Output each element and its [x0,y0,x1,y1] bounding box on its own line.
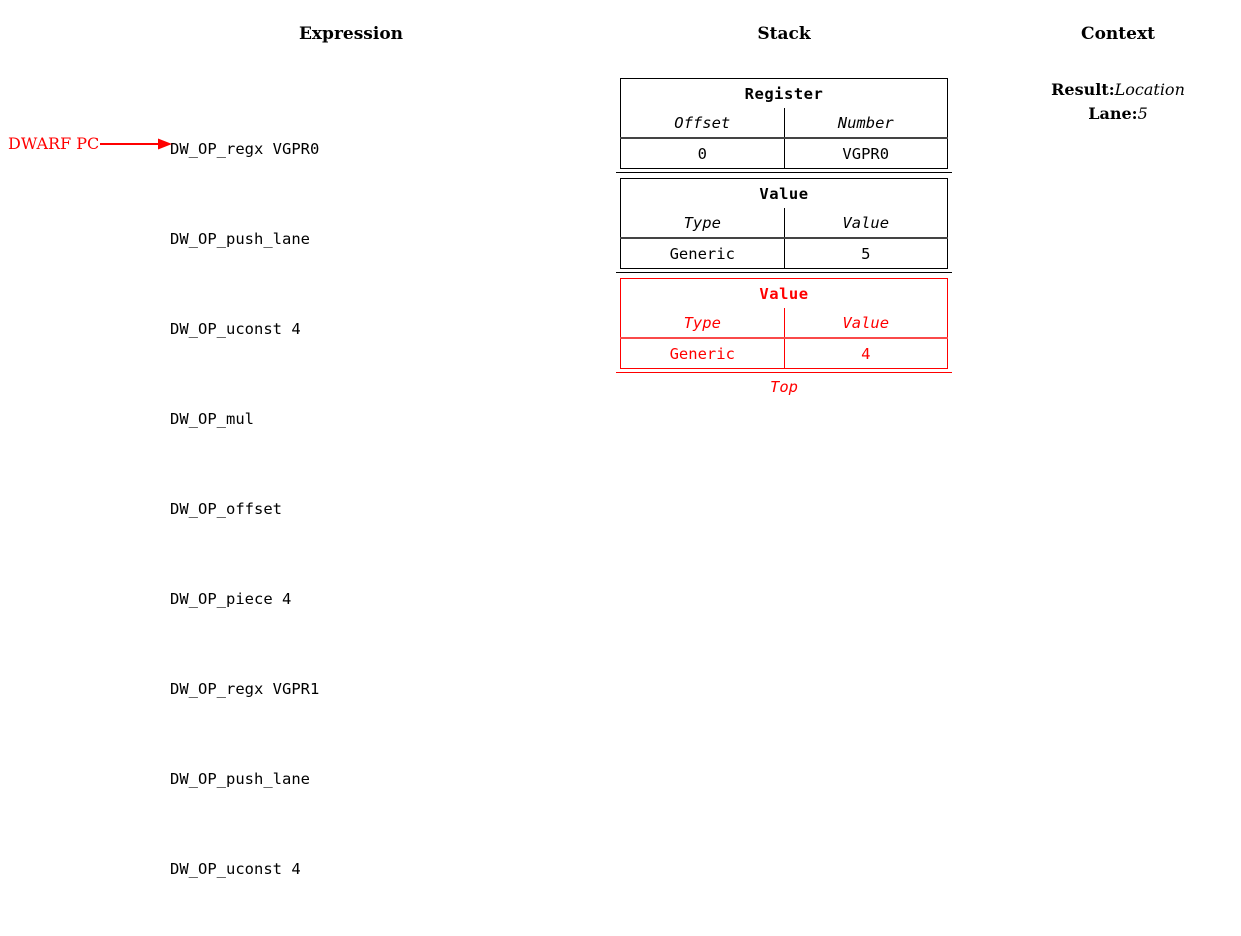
expression-line: DW_OP_offset [170,500,282,518]
stack-entry-value-left: Generic [620,237,785,269]
stack-entry-value-right: 4 [784,337,948,369]
stack-top-label: Top [770,378,798,396]
pc-arrow-icon [100,138,173,150]
expression-line: DW_OP_regx VGPR0 [170,140,320,158]
stack-entry-title: Register [744,84,824,103]
stack-entry-value-right: VGPR0 [784,137,948,169]
stack-column-heading: Stack [757,24,811,44]
context-key: Result: [1051,80,1115,99]
stack-entries: Register Offset Number 0 VGPR0 Value Typ… [616,78,952,396]
expression-column-heading: Expression [298,24,404,44]
stack-entry-value-left: 0 [620,137,785,169]
stack-entry-top: Value Type Value Generic 4 Top [616,278,952,396]
stack-entry-header-left: Offset [620,108,785,138]
stack-entry-value: Value Type Value Generic 5 [616,178,952,273]
stack-entry-title: Value [759,184,809,203]
expression-line: DW_OP_piece 4 [170,590,292,608]
stack-entry-value-right: 5 [784,237,948,269]
expression-list: DW_OP_regx VGPR0 DW_OP_push_lane DW_OP_u… [170,74,319,936]
expression-line: DW_OP_push_lane [170,770,310,788]
expression-line: DW_OP_uconst 4 [170,320,301,338]
context-key: Lane: [1088,104,1138,123]
context-value: 5 [1137,104,1148,123]
dwarf-pc-label: DWARF PC [8,134,100,153]
stack-entry-title: Value [759,284,809,303]
stack-entry-table: Value Type Value Generic 5 [620,178,948,269]
stack-entry-header-left: Type [620,208,785,238]
stack-entry-value-left: Generic [620,337,785,369]
stack-entry-header-left: Type [620,308,785,338]
stack-entry-header-right: Number [837,113,894,132]
expression-line: DW_OP_regx VGPR1 [170,680,320,698]
context-body: Result:Location Lane:5 [1013,78,1223,126]
context-item-lane: Lane:5 [1013,102,1223,126]
stack-entry-register: Register Offset Number 0 VGPR0 [616,78,952,173]
expression-line: DW_OP_push_lane [170,230,310,248]
dwarf-pc-marker: DWARF PC [8,136,176,152]
stack-entry-header-right: Value [842,313,890,332]
stack-entry-separator [616,172,952,173]
context-value: Location [1114,80,1185,99]
stack-entry-separator [616,372,952,373]
context-column-heading: Context [1081,24,1155,44]
expression-line: DW_OP_uconst 4 [170,860,301,878]
context-item-result: Result:Location [1013,78,1223,102]
stack-entry-table: Register Offset Number 0 VGPR0 [620,78,948,169]
stack-entry-header-right: Value [842,213,890,232]
stack-entry-table: Value Type Value Generic 4 [620,278,948,369]
expression-line: DW_OP_mul [170,410,254,428]
stack-entry-separator [616,272,952,273]
